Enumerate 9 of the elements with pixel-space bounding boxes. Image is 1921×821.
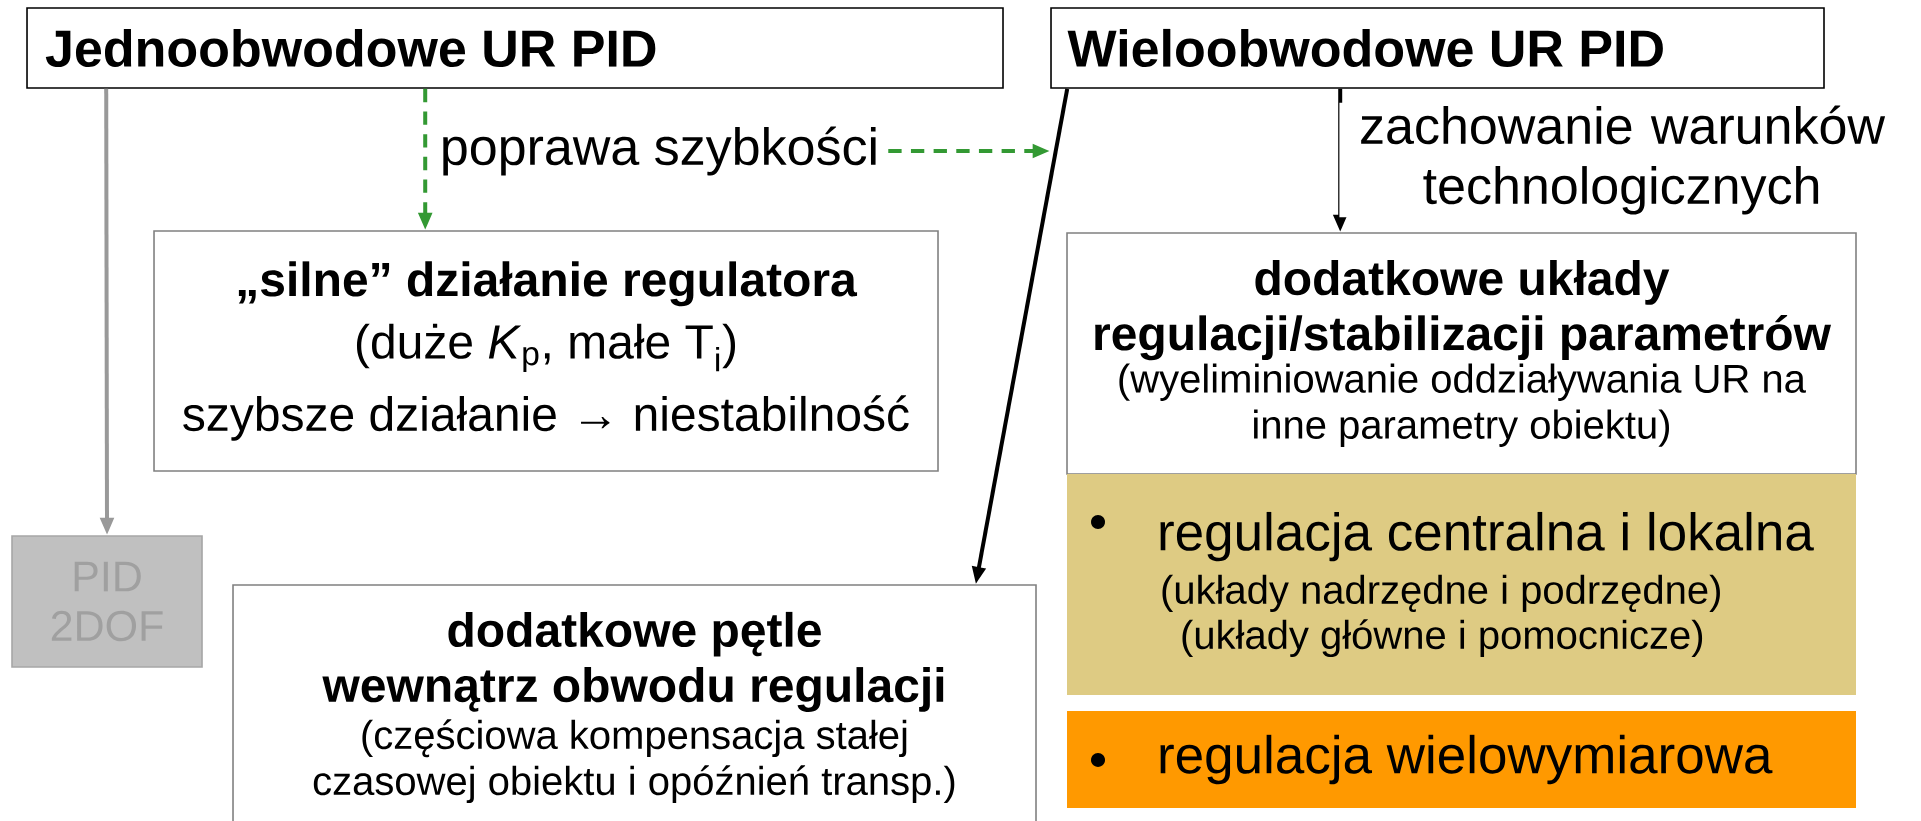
text-box: dodatkowe układy regulacji/stabilizacji parametrów (wyeliminiowanie oddziaływania UR na inne parametry obiektu) bbox=[1066, 232, 1857, 475]
text-box: „silne” działanie regulatora (duże K$_{p}$, małe T$_{i}$) szybsze działanie → niestabilność bbox=[153, 230, 939, 472]
annotation-text: poprawa szybkości bbox=[431, 126, 888, 176]
highlight-box: regulacja centralna i lokalna (układy nadrzędne i podrzędne) (układy główne i pomocnicze) bbox=[1067, 474, 1856, 695]
edge-label: zachowanie warunków technologicznych bbox=[1339, 102, 1905, 218]
heading-box: Wieloobwodowe UR PID bbox=[1050, 7, 1825, 89]
text-box: dodatkowe pętle wewnątrz obwodu regulacji (częściowa kompensacja stałej czasowej obiektu i opóźnień transp.) bbox=[232, 584, 1037, 821]
heading-box: Jednoobwodowe UR PID bbox=[26, 7, 1004, 89]
highlight-box: regulacja wielowymiarowa bbox=[1067, 711, 1856, 808]
